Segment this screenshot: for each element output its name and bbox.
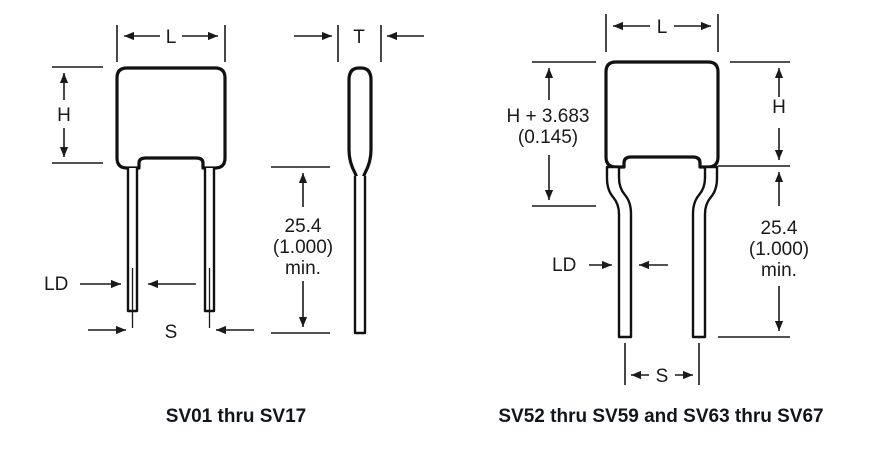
lead-left-kinked: [605, 165, 633, 339]
capacitor-body-front: [115, 66, 227, 170]
dimension-L-right: L: [605, 14, 719, 52]
label-H-left-figure: H: [57, 105, 71, 126]
leadlen-note-line3-right: min.: [761, 260, 797, 281]
dimension-LD-left: LD: [44, 274, 196, 295]
lead-right-kinked: [691, 165, 719, 339]
leadlen-note-line3-left: min.: [285, 258, 321, 279]
dimension-lead-length-right: 25.4 (1.000) min.: [718, 172, 809, 338]
dimension-S-right: S: [624, 343, 700, 387]
leadlen-note-line2-left: (1.000): [273, 237, 333, 258]
dimension-H-left: H: [52, 66, 103, 164]
label-H-right-figure: H: [772, 97, 786, 118]
leadlen-note-line2-right: (1.000): [749, 239, 809, 260]
dimension-L-left: L: [116, 25, 226, 62]
height-note-line1: H + 3.683: [507, 106, 590, 127]
dimension-LD-right: LD: [552, 255, 668, 276]
capacitor-body-side: [347, 66, 373, 180]
left-figure-side-view: T 25.4 (1.000) min.: [271, 25, 424, 335]
label-T: T: [353, 27, 365, 48]
dimension-H-plus-right: H + 3.683 (0.145): [507, 61, 596, 207]
leadlen-note-line1-right: 25.4: [761, 218, 798, 239]
right-figure: L H + 3.683 (0.145): [507, 14, 809, 387]
leadlen-note-line1-left: 25.4: [285, 216, 322, 237]
label-S-right-figure: S: [656, 366, 669, 387]
label-LD-right-figure: LD: [552, 255, 576, 276]
label-S-left-figure: S: [165, 322, 178, 343]
height-note-line2: (0.145): [518, 127, 578, 148]
dimension-H-right: H: [718, 61, 790, 167]
dimension-lead-length-left: 25.4 (1.000) min.: [271, 166, 333, 334]
label-LD-left-figure: LD: [44, 274, 68, 295]
left-figure-front-view: L H LD: [44, 25, 254, 343]
dimension-T: T: [294, 25, 424, 62]
capacitor-body-right: [604, 60, 720, 169]
label-L-right-figure: L: [657, 17, 668, 38]
label-L-left-figure: L: [166, 27, 177, 48]
lead-side: [353, 176, 367, 335]
right-figure-caption: SV52 thru SV59 and SV63 thru SV67: [498, 406, 823, 427]
dimension-S-left: S: [88, 322, 254, 343]
left-figure-caption: SV01 thru SV17: [166, 406, 306, 427]
